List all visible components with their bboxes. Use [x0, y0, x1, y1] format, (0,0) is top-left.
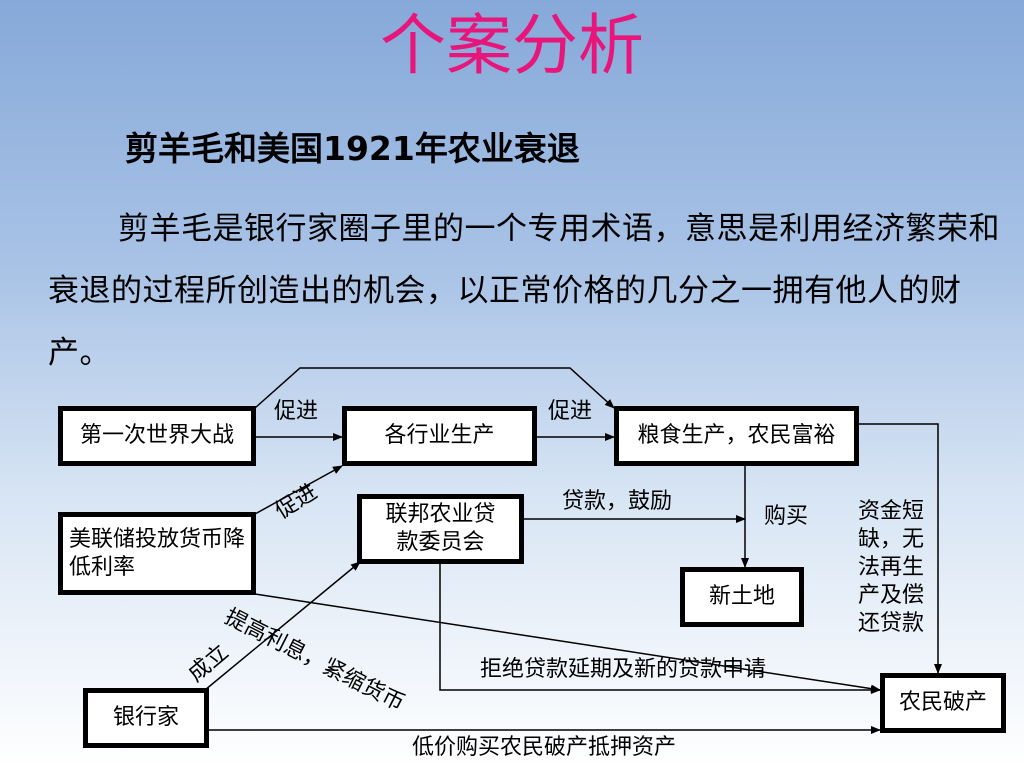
label-refuse-loan: 拒绝贷款延期及新的贷款申请 — [480, 657, 767, 682]
arrow-board-bankrupt — [439, 563, 881, 694]
intro-paragraph: 剪羊毛是银行家圈子里的一个专用术语，意思是利用经济繁荣和衰退的过程所创造出的机会… — [48, 211, 1000, 371]
arrow-banker-board — [204, 561, 361, 691]
node-land: 新土地 — [680, 567, 804, 627]
label-loan-encourage: 贷款，鼓励 — [562, 489, 673, 514]
node-bankrupt: 农民破产 — [880, 673, 1006, 733]
page-title: 个案分析 — [380, 7, 644, 84]
arrow-fed-industries — [254, 465, 343, 515]
node-industries: 各行业生产 — [342, 406, 537, 466]
node-ww1: 第一次世界大战 — [58, 406, 256, 466]
arrow-ww1-grain — [254, 367, 615, 409]
subtitle: 剪羊毛和美国1921年农业衰退 — [125, 129, 580, 168]
arrow-grain-bankrupt — [858, 423, 942, 674]
node-banker: 银行家 — [83, 688, 209, 748]
node-fed: 美联储投放货币降低利率 — [58, 512, 256, 595]
arrow-fed-bankrupt — [254, 593, 881, 693]
node-board: 联邦农业贷款委员会 — [357, 494, 524, 564]
label-promote-2: 促进 — [548, 399, 593, 424]
label-cheap-buy: 低价购买农民破产抵押资产 — [412, 735, 677, 760]
node-grain: 粮食生产，农民富裕 — [614, 406, 859, 466]
label-buy: 购买 — [764, 504, 809, 529]
label-capital-shortage: 资金短缺，无法再生产及偿还贷款 — [858, 499, 925, 636]
label-promote-1: 促进 — [274, 399, 319, 424]
